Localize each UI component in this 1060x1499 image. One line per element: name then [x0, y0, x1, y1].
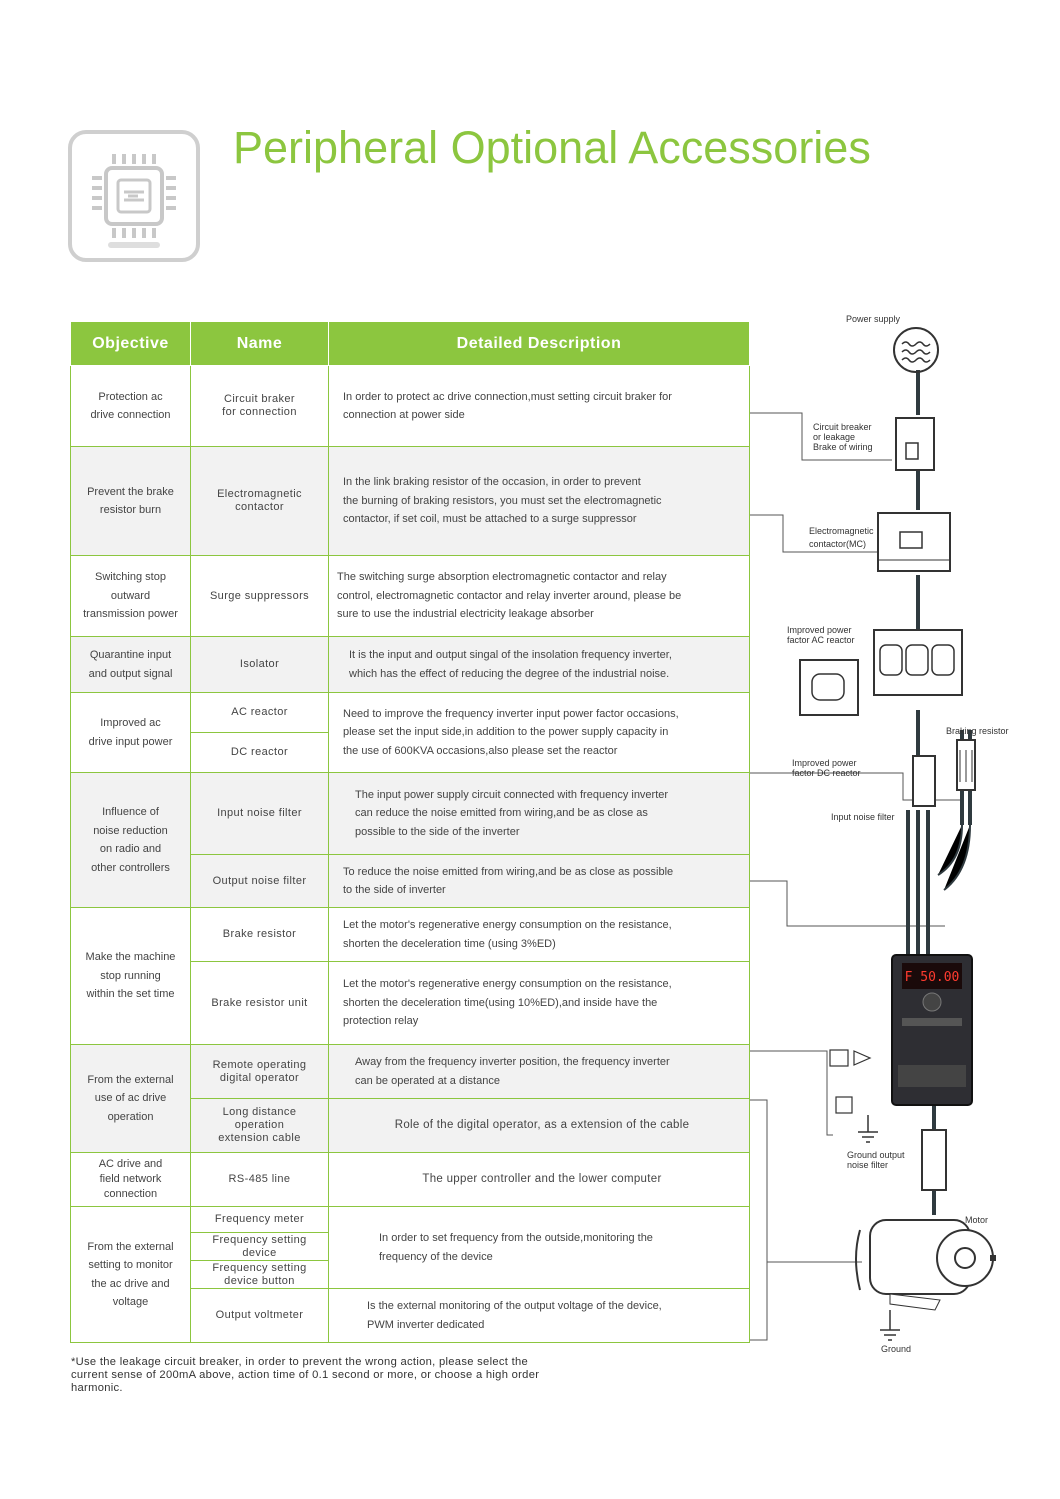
table-row: Output voltmeter Is the external monitor… [71, 1288, 750, 1343]
description-cell: Need to improve the frequency inverter i… [328, 692, 750, 773]
inverter-icon: F 50.00 [891, 954, 973, 1106]
table-row: DC reactor [71, 732, 750, 773]
circuit-breaker-icon [895, 417, 935, 471]
motor-icon [855, 1219, 996, 1311]
column-header-objective: Objective [70, 321, 191, 366]
meter-icon [835, 1096, 853, 1114]
label-motor: Motor [965, 1215, 989, 1225]
column-header-description: Detailed Description [328, 321, 750, 366]
description-cell: The input power supply circuit connected… [328, 772, 750, 855]
page-title: Peripheral Optional Accessories [233, 122, 871, 173]
footnote: *Use the leakage circuit breaker, in ord… [71, 1356, 540, 1394]
wiring-diagram: F 50.00 [750, 327, 996, 1341]
table-row: Brake resistor unit Let the motor's rege… [71, 961, 750, 1045]
name-cell: Output voltmeter [190, 1288, 329, 1343]
description-cell: It is the input and output singal of the… [328, 636, 750, 693]
label-power-supply: Power supply [846, 314, 901, 324]
contactor-icon [877, 512, 951, 572]
label-ground: Ground [881, 1344, 912, 1354]
power-supply-icon [893, 327, 939, 373]
name-cell: Frequency meter [190, 1206, 329, 1233]
accessories-table: Objective Name Detailed Description Prot… [70, 321, 750, 1343]
braking-resistor-icon [956, 739, 976, 791]
description-cell: In order to set frequency from the outsi… [328, 1206, 750, 1289]
description-cell: The upper controller and the lower compu… [328, 1152, 750, 1207]
remote-operator-icon [829, 1049, 849, 1067]
circuit-chip-icon [68, 130, 200, 262]
description-cell: To reduce the noise emitted from wiring,… [328, 854, 750, 908]
description-cell: The switching surge absorption electroma… [328, 555, 750, 637]
arrow-icon [853, 1050, 872, 1066]
name-cell: RS-485 line [190, 1152, 329, 1207]
name-cell: Isolator [190, 636, 329, 693]
table-header-row: Objective Name Detailed Description [70, 321, 750, 366]
label-input-noise-filter: Input noise filter [831, 812, 895, 822]
description-cell: In the link braking resistor of the occa… [328, 446, 750, 556]
ground-icon [858, 1115, 900, 1341]
description-cell: Let the motor's regenerative energy cons… [328, 961, 750, 1045]
name-cell: Brake resistor unit [190, 961, 329, 1045]
description-cell: Is the external monitoring of the output… [328, 1288, 750, 1343]
description-cell: Away from the frequency inverter positio… [328, 1044, 750, 1099]
inverter-display: F 50.00 [905, 970, 960, 985]
name-cell: Input noise filter [190, 772, 329, 855]
description-cell: In order to protect ac drive connection,… [328, 365, 750, 447]
column-header-name: Name [190, 321, 329, 366]
name-cell: Brake resistor [190, 907, 329, 962]
description-cell: Let the motor's regenerative energy cons… [328, 907, 750, 962]
name-cell: Output noise filter [190, 854, 329, 908]
dc-reactor-icon [912, 755, 936, 807]
name-cell: AC reactor [190, 692, 329, 733]
output-noise-filter-icon [921, 1129, 947, 1191]
ac-reactor-icon [799, 629, 963, 716]
description-cell: Role of the digital operator, as a exten… [328, 1098, 750, 1153]
name-cell: Surge suppressors [190, 555, 329, 637]
name-cell: DC reactor [190, 732, 329, 773]
label-braking-resistor: Braking resistor [946, 726, 1009, 736]
